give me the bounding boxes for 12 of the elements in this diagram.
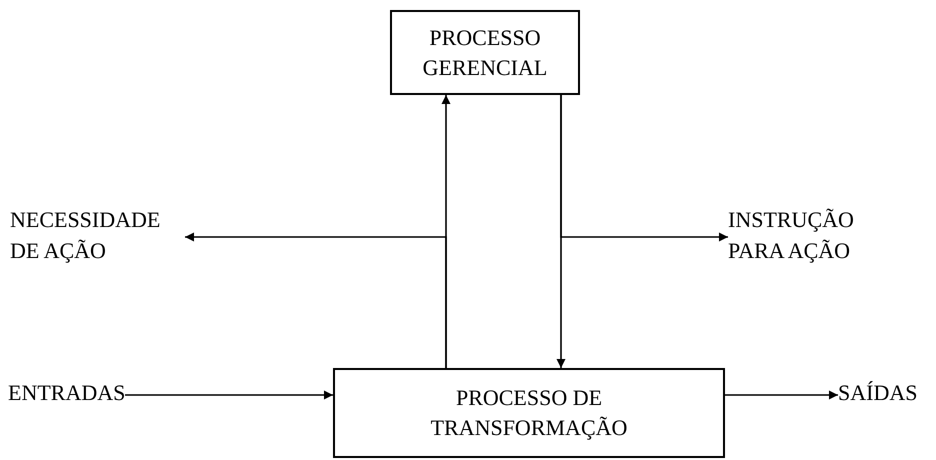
arrow	[560, 95, 728, 242]
flow-label: ENTRADAS	[8, 378, 126, 409]
arrow	[185, 232, 447, 368]
box-label: PROCESSO DE TRANSFORMAÇÃO	[430, 384, 628, 442]
flow-label: NECESSIDADE DE AÇÃO	[10, 205, 185, 267]
arrow	[125, 390, 333, 400]
arrow	[725, 390, 838, 400]
flow-label: SAÍDAS	[838, 378, 918, 409]
box-label: PROCESSO GERENCIAL	[422, 24, 548, 82]
process-box	[390, 10, 580, 95]
flow-label: INSTRUÇÃO PARA AÇÃO	[728, 205, 898, 267]
process-box	[333, 368, 725, 458]
